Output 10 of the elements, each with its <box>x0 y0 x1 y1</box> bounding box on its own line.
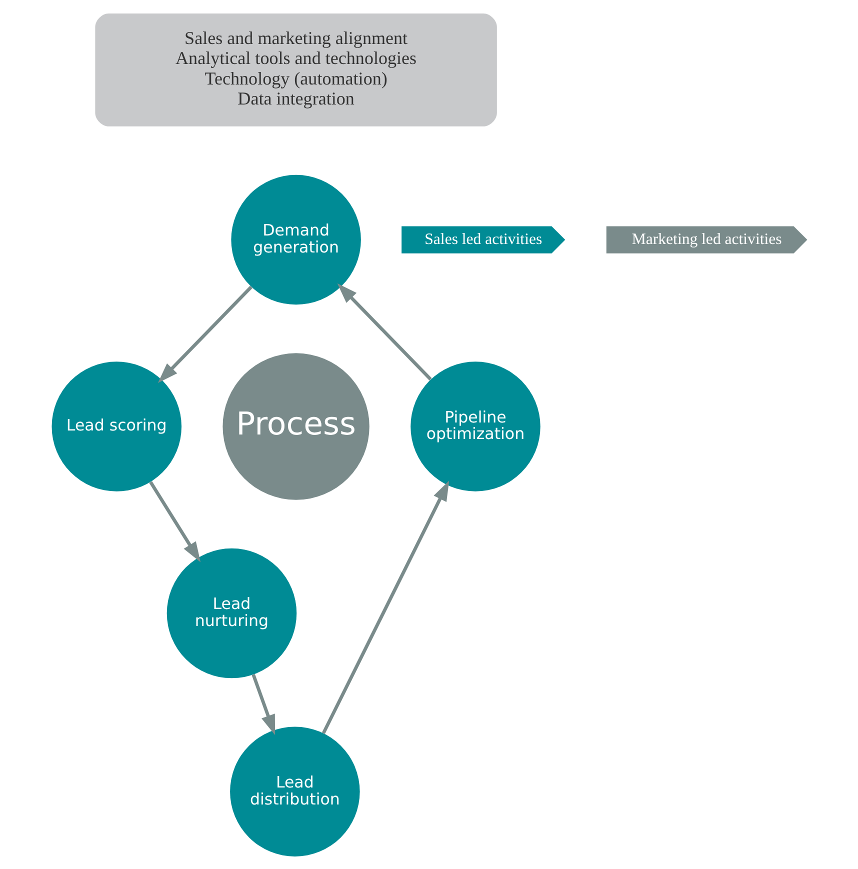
node-circle: Process <box>222 352 369 500</box>
arrow <box>148 480 200 562</box>
node-circle: Lead nurturing <box>166 548 296 678</box>
arrow <box>157 285 252 382</box>
arrow <box>321 480 449 734</box>
arrow <box>336 282 432 380</box>
node-circle: Pipeline optimization <box>410 361 540 491</box>
arrow <box>251 673 275 735</box>
node-box: Sales and marketing alignment Analytical tools and technologies Technology (automation) Data integration <box>94 13 496 126</box>
node-circle: Lead distribution <box>230 726 360 856</box>
